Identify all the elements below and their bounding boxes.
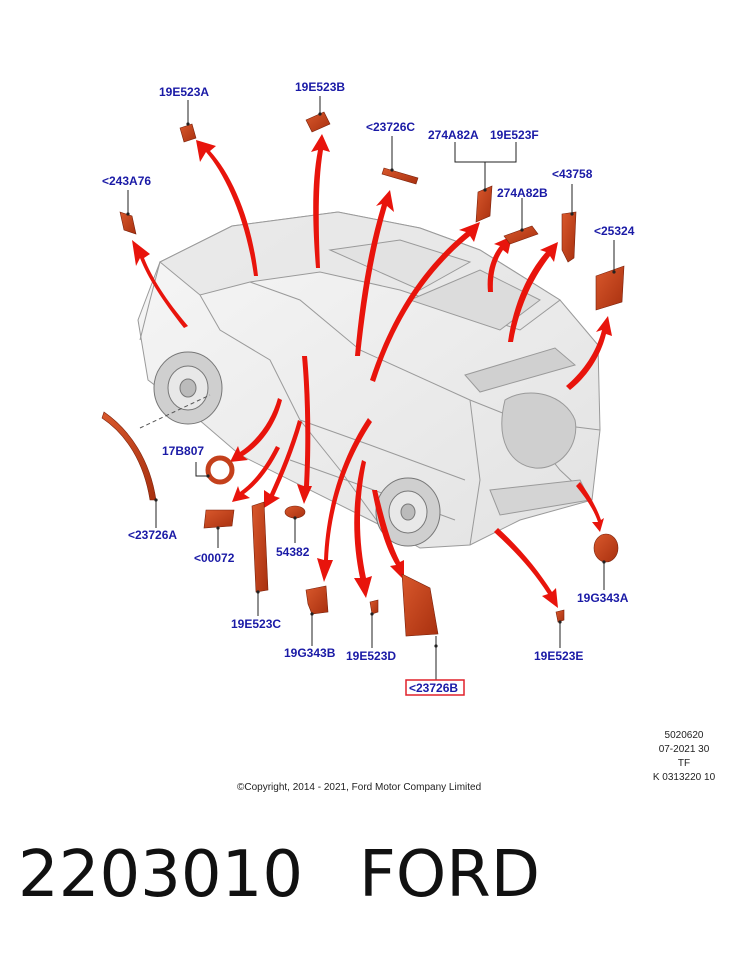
label-19e523d[interactable]: 19E523D: [346, 649, 396, 663]
label-274a82a[interactable]: 274A82A: [428, 128, 479, 142]
label-274a82b[interactable]: 274A82B: [497, 186, 548, 200]
label-19e523e[interactable]: 19E523E: [534, 649, 583, 663]
pointer-arrows: [132, 134, 612, 608]
part-shapes: [101, 111, 625, 637]
label-23726c[interactable]: <23726C: [366, 120, 415, 134]
meta-line-2: 07-2021 30: [658, 744, 710, 755]
label-19g343a[interactable]: 19G343A: [577, 591, 629, 605]
part-labels: 19E523A 19E523B <23726C 274A82A 19E523F …: [102, 80, 635, 696]
part-19e523e: [555, 609, 565, 623]
part-19e523b: [305, 111, 331, 133]
label-243a76[interactable]: <243A76: [102, 174, 151, 188]
part-17b807: [205, 455, 235, 485]
label-43758[interactable]: <43758: [552, 167, 593, 181]
part-274a82b: [503, 225, 539, 245]
label-23726a[interactable]: <23726A: [128, 528, 177, 542]
part-19e523c: [251, 501, 269, 593]
label-00072[interactable]: <00072: [194, 551, 235, 565]
label-23726b[interactable]: <23726B: [409, 681, 458, 695]
leader-lines: [127, 96, 615, 680]
leader-dots: [126, 112, 616, 648]
footer-caption: 2203010 FORD: [18, 838, 540, 912]
label-19g343b[interactable]: 19G343B: [284, 646, 336, 660]
part-25324: [595, 265, 625, 311]
label-25324[interactable]: <25324: [594, 224, 635, 238]
label-19e523a[interactable]: 19E523A: [159, 85, 209, 99]
label-19e523f[interactable]: 19E523F: [490, 128, 539, 142]
label-19e523c[interactable]: 19E523C: [231, 617, 281, 631]
brand-name: FORD: [359, 838, 540, 912]
part-19g343a: [593, 533, 619, 563]
label-19e523b[interactable]: 19E523B: [295, 80, 345, 94]
part-54382: [284, 505, 306, 519]
drawing-metadata: 5020620 07-2021 30 TF K 0313220 10: [644, 729, 724, 785]
part-00072: [203, 509, 235, 529]
part-43758: [561, 211, 577, 263]
front-wheel: [153, 351, 223, 425]
highlight-box: [405, 679, 465, 696]
part-number: 2203010: [18, 838, 304, 912]
meta-line-3: TF: [677, 758, 691, 769]
part-23726c: [381, 167, 419, 185]
part-23726a: [101, 411, 157, 501]
parts-diagram: 19E523A 19E523B <23726C 274A82A 19E523F …: [101, 80, 635, 696]
part-274a82a: [475, 185, 493, 223]
wheel-leader-lines: [139, 394, 211, 429]
label-54382[interactable]: 54382: [276, 545, 310, 559]
part-23726b: [401, 573, 439, 637]
meta-line-4: K 0313220 10: [652, 772, 716, 783]
part-19e523d: [369, 599, 379, 615]
rear-wheel: [375, 477, 441, 547]
part-19e523a: [179, 123, 197, 143]
part-19g343b: [305, 585, 329, 615]
label-17b807[interactable]: 17B807: [162, 444, 204, 458]
van-body: [137, 211, 601, 549]
meta-line-1: 5020620: [664, 730, 704, 741]
copyright-notice: ©Copyright, 2014 - 2021, Ford Motor Comp…: [237, 782, 482, 793]
